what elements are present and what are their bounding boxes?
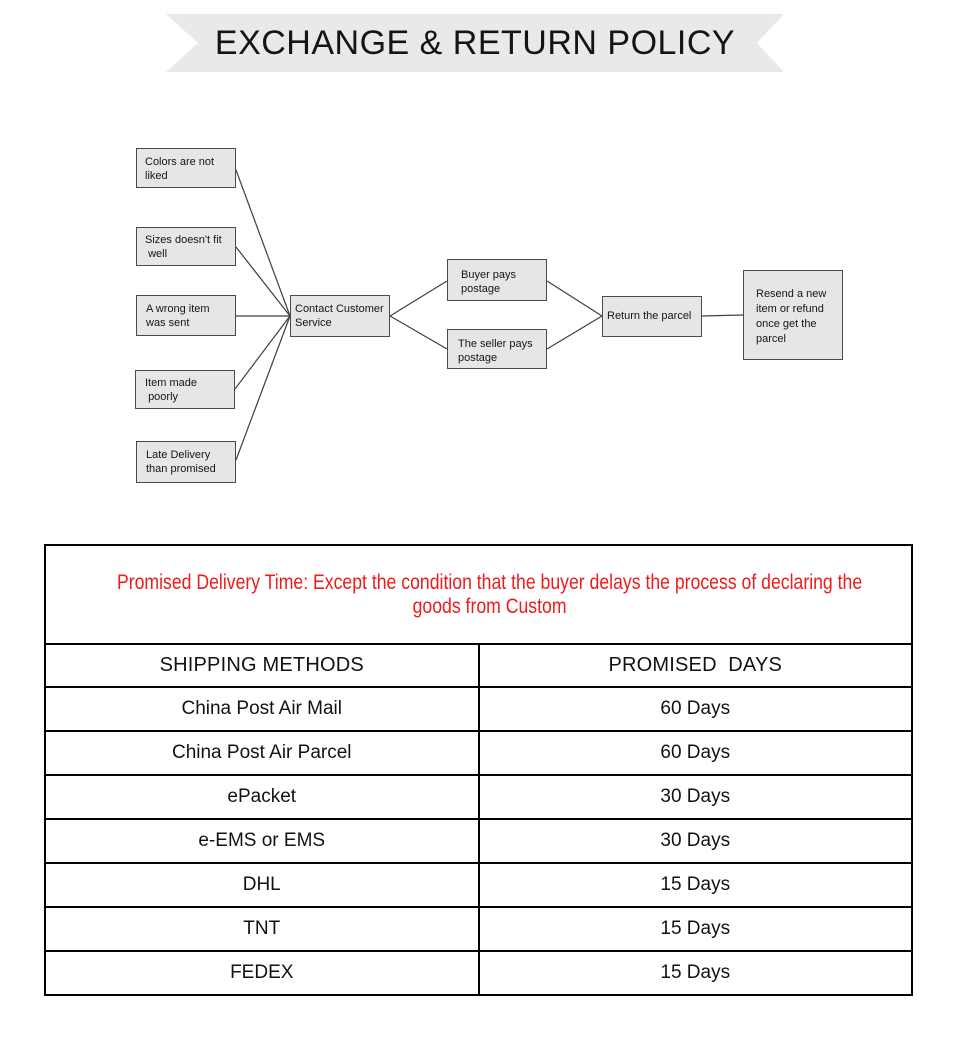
connector-line [235,315,291,461]
table-note-row: Promised Delivery Time: Except the condi… [44,544,913,645]
table-row: China Post Air Parcel 60 Days [44,730,913,776]
shipping-method-cell: China Post Air Parcel [44,730,480,776]
flowchart-connectors [234,169,744,461]
connector-line [235,246,291,317]
header-shipping-methods: SHIPPING METHODS [44,643,480,688]
promised-days-cell: 15 Days [477,906,913,952]
connector-line [546,315,603,350]
promised-days-cell: 15 Days [477,862,913,908]
promised-delivery-note: Promised Delivery Time: Except the condi… [116,570,863,618]
shipping-method-cell: TNT [44,906,480,952]
shipping-method-cell: FEDEX [44,950,480,996]
table-row: ePacket 30 Days [44,774,913,820]
flowchart-box-wrong-item-sent: A wrong item was sent [136,295,236,336]
flowchart-box-colors-not-liked: Colors are not liked [136,148,236,188]
promised-days-cell: 60 Days [477,730,913,776]
promised-days-cell: 30 Days [477,774,913,820]
table-row: TNT 15 Days [44,906,913,952]
table-note-cell: Promised Delivery Time: Except the condi… [44,544,913,645]
flowchart-box-buyer-pays-postage: Buyer pays postage [447,259,547,301]
flowchart-box-late-delivery: Late Delivery than promised [136,441,236,483]
connector-line [389,315,448,350]
table-row: DHL 15 Days [44,862,913,908]
flowchart-box-contact-customer-service: Contact Customer Service [290,295,390,337]
table-row: e-EMS or EMS 30 Days [44,818,913,864]
table-row: China Post Air Mail 60 Days [44,686,913,732]
shipping-promise-table: Promised Delivery Time: Except the condi… [44,544,913,996]
shipping-method-cell: China Post Air Mail [44,686,480,732]
connector-line [234,315,291,390]
connector-line [701,314,744,317]
shipping-method-cell: e-EMS or EMS [44,818,480,864]
title-ribbon: EXCHANGE & RETURN POLICY [166,14,784,72]
flowchart-box-seller-pays-postage: The seller pays postage [447,329,547,369]
promised-days-cell: 60 Days [477,686,913,732]
flowchart-box-resend-or-refund: Resend a new item or refund once get the… [743,270,843,360]
promised-days-cell: 15 Days [477,950,913,996]
shipping-method-cell: DHL [44,862,480,908]
promised-days-cell: 30 Days [477,818,913,864]
table-header-row: SHIPPING METHODS PROMISED DAYS [44,643,913,688]
table-row: FEDEX 15 Days [44,950,913,996]
page-title: EXCHANGE & RETURN POLICY [214,24,736,62]
flowchart-box-item-made-poorly: Item made poorly [135,370,235,409]
connector-line [389,280,448,317]
connector-line [546,280,603,317]
connector-line [235,169,291,317]
header-promised-days: PROMISED DAYS [477,643,913,688]
shipping-method-cell: ePacket [44,774,480,820]
flowchart-box-return-the-parcel: Return the parcel [602,296,702,337]
flowchart-box-sizes-dont-fit: Sizes doesn't fit well [136,227,236,266]
